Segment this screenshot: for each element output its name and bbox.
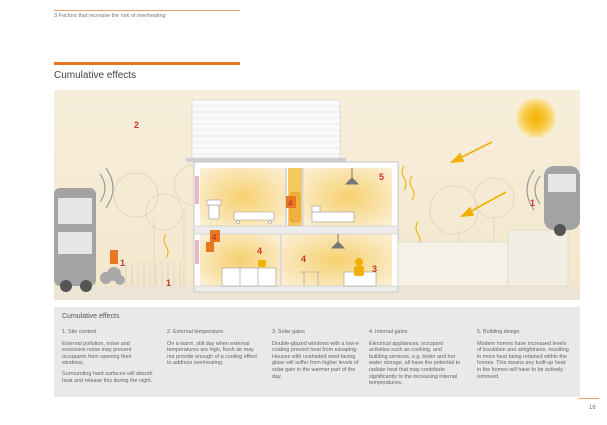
- factor-number-bus: 1: [530, 198, 535, 208]
- first-floor-slab: [193, 225, 399, 235]
- ground: [54, 286, 580, 300]
- ceiling-lamp-lower-icon: [330, 234, 346, 249]
- picket-fence: [125, 262, 181, 286]
- window-left-lower: [195, 240, 199, 264]
- factor-number-car: 1: [166, 278, 171, 288]
- factor-paragraph: Double-glazed windows with a low-e coati…: [272, 340, 359, 380]
- page-number: 16: [589, 405, 596, 411]
- factor-paragraph: External pollution, noise and excessive …: [62, 340, 132, 367]
- factor-number-kitchen-left: 4: [212, 233, 217, 242]
- kitchen-units-icon: [221, 267, 277, 287]
- factor-number-cylinder: 4: [288, 199, 293, 208]
- roof-tiles: [191, 99, 341, 159]
- bed-icon: [311, 205, 355, 223]
- table-icon: [300, 271, 322, 286]
- section-label: 3 Factors that increase the risk of over…: [54, 13, 166, 19]
- header-rule: [54, 10, 240, 11]
- window-left-upper: [195, 176, 199, 204]
- noise-waves-left-icon: [99, 167, 114, 209]
- boiler-icon: [206, 242, 214, 252]
- occupant-icon: [354, 258, 364, 276]
- factor-number-living-right: 3: [372, 264, 377, 274]
- factor-column-site-context: 1. Site context External pollution, nois…: [62, 329, 154, 388]
- factor-paragraph: Surrounding hard surfaces will absorb he…: [62, 370, 153, 384]
- factor-column-building-design: 5. Building design Modern homes have inc…: [477, 329, 569, 384]
- boundary-wall-right: [507, 229, 569, 287]
- factor-title: 5. Building design: [477, 329, 520, 335]
- panel-title: Cumulative effects: [62, 313, 120, 320]
- bath-icon: [233, 211, 275, 224]
- house-cross-section-illustration: 1 1 1 2 5 3 4 4 4 4: [54, 90, 580, 300]
- ground-floor-slab: [193, 285, 399, 293]
- factor-paragraph: On a warm, still day when external tempe…: [167, 340, 257, 367]
- section-accent-rule: [54, 62, 240, 65]
- noise-waves-right-icon: [526, 169, 541, 211]
- footer-rule: [579, 398, 599, 399]
- factor-number-living-lamp: 4: [301, 254, 306, 264]
- factor-paragraph: Electrical appliances, occupant activiti…: [369, 340, 461, 387]
- factor-title: 4. Internal gains: [369, 329, 408, 335]
- exhaust-cloud-icon: [100, 267, 125, 285]
- ceiling-lamp-upper-icon: [344, 168, 360, 185]
- toilet-icon: [206, 199, 222, 220]
- sun-icon: [516, 98, 556, 138]
- factor-title: 3. Solar gains: [272, 329, 305, 335]
- factor-title: 1. Site context: [62, 329, 97, 335]
- page-title: Cumulative effects: [54, 70, 137, 81]
- kettle-icon: [258, 260, 266, 267]
- bus-icon: [54, 188, 96, 292]
- factor-badge-kitchen: [210, 230, 220, 242]
- factor-number-bedroom: 5: [379, 172, 384, 182]
- factor-paragraph: Modern homes have increased levels of in…: [477, 340, 569, 380]
- car-icon: [544, 166, 580, 236]
- garden-wall: [397, 241, 509, 287]
- factor-column-external-temperature: 2. External temperature On a warm, still…: [167, 329, 259, 371]
- factor-number-sky: 2: [134, 120, 139, 130]
- roof-tile-lines: [192, 105, 340, 155]
- cumulative-effects-panel: Cumulative effects 1. Site context Exter…: [54, 307, 580, 397]
- factor-number-kitchen-center: 4: [257, 246, 262, 256]
- factor-number-road: 1: [120, 258, 125, 268]
- factor-column-solar-gains: 3. Solar gains Double-glazed windows wit…: [272, 329, 364, 384]
- factor-column-internal-gains: 4. Internal gains Electrical appliances,…: [369, 329, 461, 391]
- factor-badge-cylinder: [286, 196, 296, 208]
- gutter: [186, 158, 346, 162]
- mailbox-icon: [110, 250, 118, 264]
- factor-title: 2. External temperature: [167, 329, 224, 335]
